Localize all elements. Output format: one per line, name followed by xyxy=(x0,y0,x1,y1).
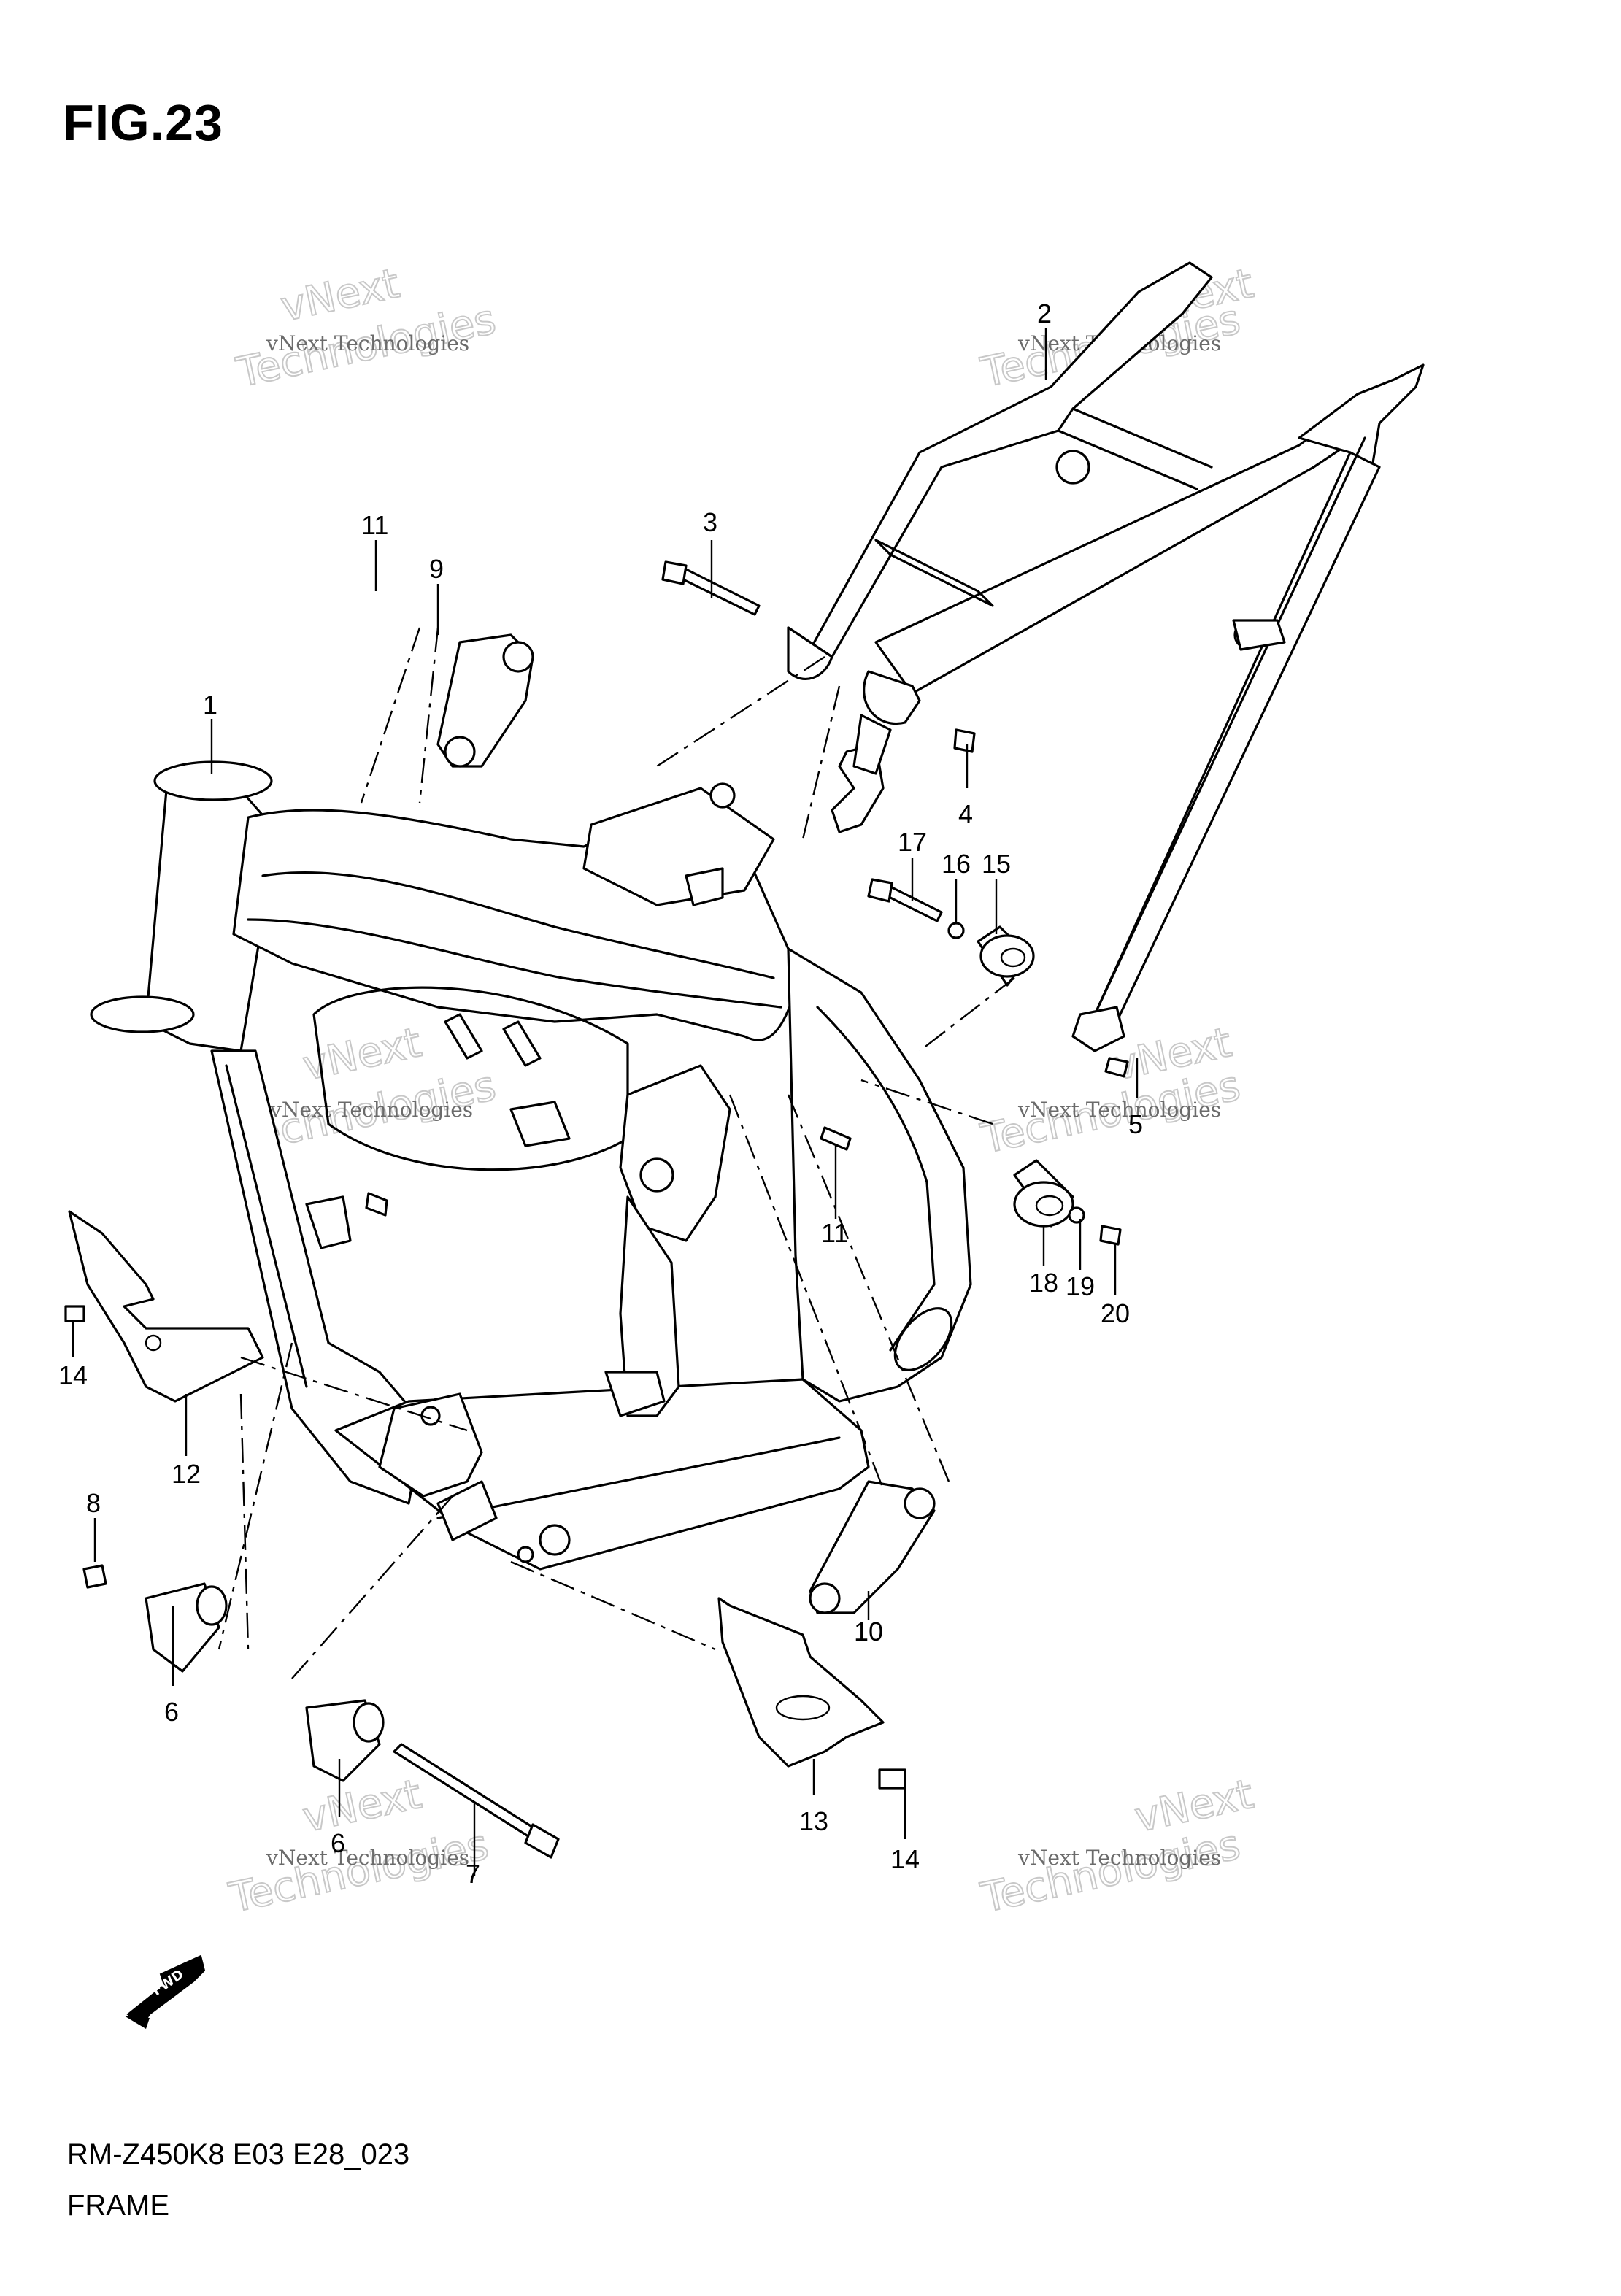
callout-10: 10 xyxy=(854,1617,883,1646)
svg-text:vNext Technologies: vNext Technologies xyxy=(269,1098,473,1122)
watermark-bottom-right: Technologies vNext vNext Technologies xyxy=(976,1770,1258,1923)
callout-3: 3 xyxy=(703,507,717,537)
rear-subframe xyxy=(787,261,1425,1052)
small-fasteners xyxy=(64,728,1129,1790)
callout-4: 4 xyxy=(958,799,973,829)
svg-text:Technologies: Technologies xyxy=(225,1821,492,1922)
callout-14a: 14 xyxy=(58,1360,88,1390)
svg-text:vNext Technologies: vNext Technologies xyxy=(1017,1098,1221,1122)
figure-name: FRAME xyxy=(67,2189,169,2222)
callout-16: 16 xyxy=(942,849,971,879)
callout-12: 12 xyxy=(172,1459,201,1489)
svg-text:vNext Technologies: vNext Technologies xyxy=(1017,1846,1221,1870)
bolt-3 xyxy=(661,560,761,616)
engine-mount-bracket-upper xyxy=(436,633,534,768)
bolt-17 xyxy=(867,878,965,939)
watermark-bottom-left: Technologies vNext vNext Technologies xyxy=(224,1770,493,1923)
bolt-long-7 xyxy=(393,1743,560,1859)
callout-6a: 6 xyxy=(164,1697,179,1727)
callout-11a: 11 xyxy=(361,510,388,540)
callout-11b: 11 xyxy=(821,1218,848,1248)
callout-2: 2 xyxy=(1037,298,1052,328)
svg-text:vNext: vNext xyxy=(299,1771,426,1842)
engine-mount-bracket-lower xyxy=(809,1480,936,1614)
assembly-lines xyxy=(217,627,1015,1679)
callout-7: 7 xyxy=(466,1859,480,1889)
callout-9: 9 xyxy=(429,554,444,584)
collar-upper xyxy=(977,925,1035,987)
watermark-top-left: Technologies vNext vNext Technologies xyxy=(231,259,500,398)
callout-8: 8 xyxy=(86,1488,101,1518)
callout-18: 18 xyxy=(1029,1268,1058,1298)
svg-text:vNext Technologies: vNext Technologies xyxy=(266,331,469,355)
callout-labels: 1 2 3 4 5 6 6 7 8 9 10 11 11 12 13 14 14… xyxy=(58,298,1143,1889)
callout-6b: 6 xyxy=(331,1828,345,1858)
main-frame xyxy=(90,760,972,1571)
callout-15: 15 xyxy=(982,849,1011,879)
callout-14b: 14 xyxy=(890,1844,920,1874)
callout-17: 17 xyxy=(898,827,927,857)
svg-text:Technologies: Technologies xyxy=(977,1821,1244,1922)
figure-code: RM-Z450K8 E03 E28_023 xyxy=(67,2138,410,2170)
callout-19: 19 xyxy=(1066,1271,1095,1301)
fwd-arrow-icon: FWD xyxy=(124,1954,206,2029)
leader-lines xyxy=(72,328,1139,1876)
collar-lower xyxy=(1013,1159,1074,1228)
svg-text:vNext Technologies: vNext Technologies xyxy=(266,1846,469,1870)
callout-5: 5 xyxy=(1128,1109,1143,1139)
callout-20: 20 xyxy=(1101,1298,1130,1328)
callout-1: 1 xyxy=(203,690,217,720)
callout-13: 13 xyxy=(799,1806,828,1836)
frame-guard-right xyxy=(717,1597,885,1768)
figure-title: FIG.23 xyxy=(63,94,223,151)
frame-guard-left xyxy=(68,1210,264,1403)
